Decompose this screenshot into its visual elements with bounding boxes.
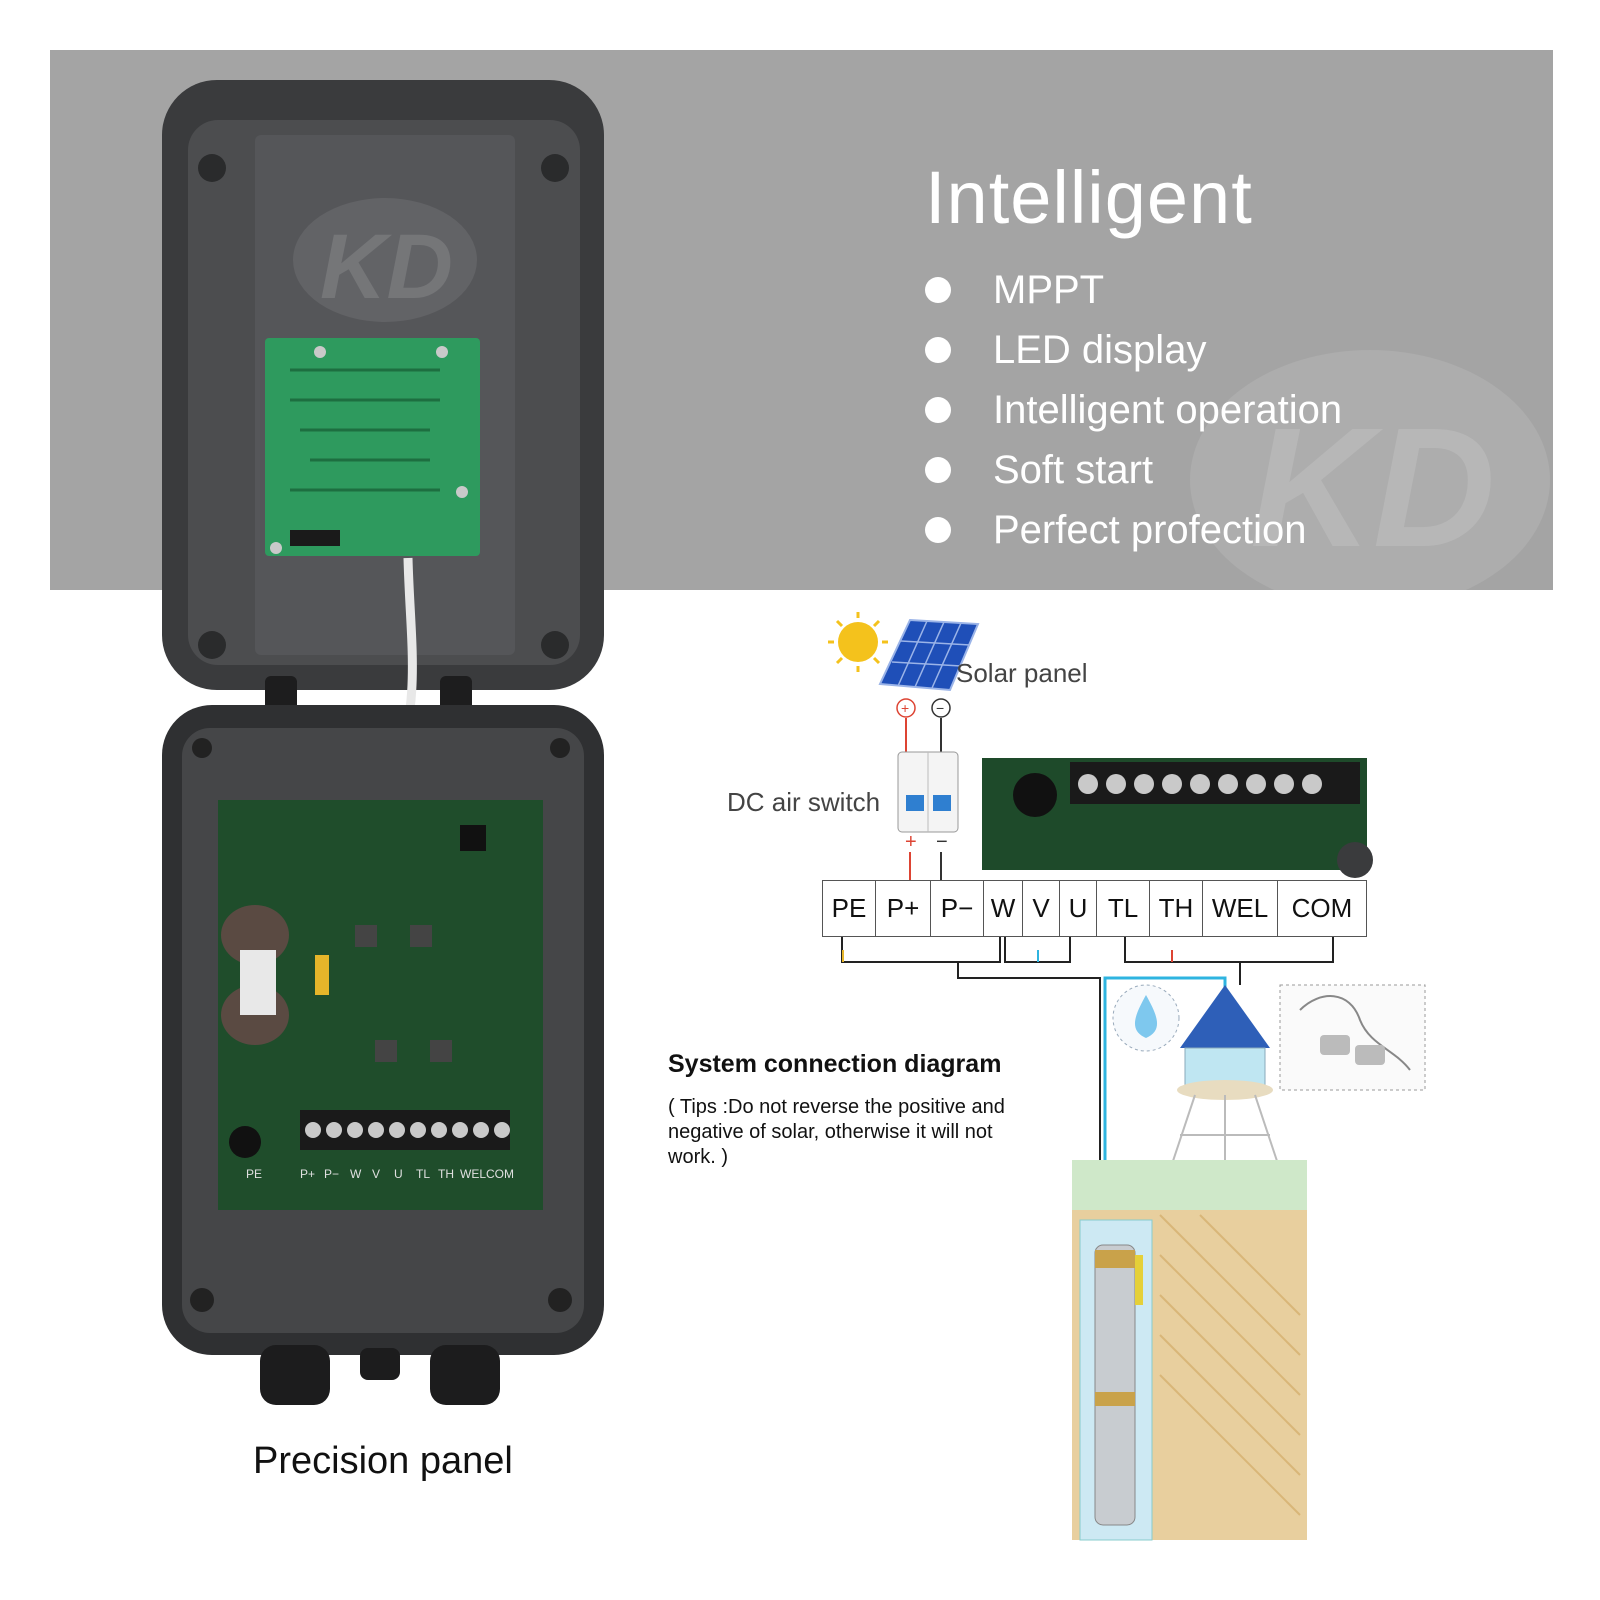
water-splash-icon — [1112, 984, 1180, 1052]
pcb-closeup — [982, 758, 1373, 878]
pcb-terminal-label: WEL — [460, 1167, 486, 1181]
terminal-cell: U — [1060, 881, 1097, 936]
terminal-screws — [305, 1122, 510, 1138]
feature-list: MPPT LED display Intelligent operation S… — [925, 260, 1342, 560]
pcb-terminal-label: U — [394, 1167, 403, 1181]
pcb-terminal-label: W — [350, 1167, 362, 1181]
pcb-terminal-label: P+ — [300, 1167, 315, 1181]
sun-icon — [828, 612, 888, 672]
terminal-cell: W — [984, 881, 1023, 936]
bullet-icon — [925, 397, 951, 423]
pcb-terminal-labels: PE P+ P− W V U TL TH WEL COM — [246, 1167, 514, 1181]
terminal-cell: TH — [1150, 881, 1203, 936]
terminal-cell: P− — [931, 881, 984, 936]
cable-glands — [260, 1345, 500, 1405]
water-tower-icon — [1159, 985, 1291, 1201]
feature-label: LED display — [993, 328, 1207, 372]
diagram-tip: ( Tips :Do not reverse the positive and … — [668, 1096, 1005, 1168]
pcb-terminal-label: COM — [486, 1167, 514, 1181]
terminal-cell: WEL — [1203, 881, 1278, 936]
feature-item: LED display — [925, 320, 1342, 380]
feature-label: Soft start — [993, 448, 1154, 492]
feature-label: Intelligent operation — [993, 388, 1343, 432]
terminal-table: PE P+ P− W V U TL TH WEL COM — [822, 880, 1367, 937]
terminal-cell: P+ — [876, 881, 931, 936]
pcb-terminal-label: TH — [438, 1167, 454, 1181]
diagram-title: System connection diagram — [668, 1050, 1002, 1078]
controller-enclosure: KD — [162, 80, 604, 1405]
pcb-terminal-label: V — [372, 1167, 380, 1181]
bullet-icon — [925, 337, 951, 363]
pcb-terminal-label: P− — [324, 1167, 339, 1181]
bullet-icon — [925, 277, 951, 303]
terminal-cell: V — [1023, 881, 1060, 936]
bullet-icon — [925, 517, 951, 543]
feature-item: MPPT — [925, 260, 1342, 320]
switch-negative: − — [936, 831, 948, 853]
terminal-cell: COM — [1291, 893, 1353, 923]
feature-item: Soft start — [925, 440, 1342, 500]
positive-symbol: + — [901, 700, 909, 716]
enclosure-base: PE P+ P− W V U TL TH WEL COM — [162, 705, 604, 1355]
dc-air-switch-icon — [897, 751, 959, 833]
feature-item: Intelligent operation — [925, 380, 1342, 440]
feature-label: Perfect profection — [993, 508, 1307, 552]
pcb-terminal-label: PE — [246, 1167, 262, 1181]
float-switch-icon — [1279, 984, 1426, 1091]
lid-logo: KD — [320, 216, 453, 318]
pcb-terminal-label: TL — [416, 1167, 430, 1181]
dc-switch-label: DC air switch — [727, 787, 881, 817]
terminal-cell: PE — [823, 881, 876, 936]
display-board — [265, 338, 480, 556]
solar-panel-label: Solar panel — [956, 658, 1088, 688]
feature-label: MPPT — [993, 268, 1105, 312]
device-caption: Precision panel — [253, 1440, 513, 1482]
solar-panel-icon — [878, 618, 980, 692]
terminal-cell: TL — [1097, 881, 1150, 936]
banner-headline: Intelligent — [925, 156, 1253, 239]
watermark-text: KD — [1250, 393, 1496, 583]
feature-item: Perfect profection — [925, 500, 1342, 560]
submersible-pump-icon — [1094, 1244, 1143, 1526]
switch-positive: + — [905, 831, 917, 853]
negative-symbol: − — [936, 700, 944, 716]
kd-watermark-logo: KD — [1190, 350, 1550, 590]
bullet-icon — [925, 457, 951, 483]
polarity-symbols: + − — [896, 698, 951, 718]
